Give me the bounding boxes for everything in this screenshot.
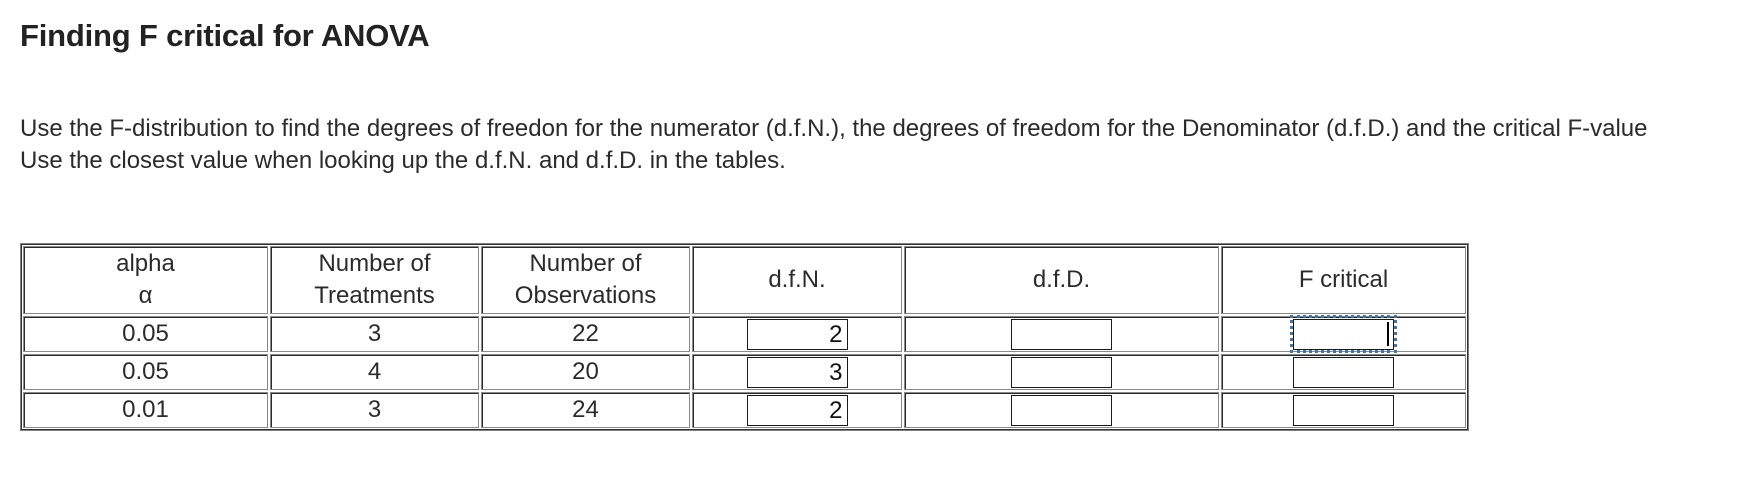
fcritical-input-row2[interactable]	[1293, 357, 1394, 389]
cell-dfn	[692, 392, 902, 429]
cell-fcritical	[1221, 314, 1466, 354]
text-caret	[1387, 322, 1389, 346]
table-row: 0.01 3 24	[23, 392, 1466, 429]
cell-dfn	[692, 316, 902, 353]
cell-observations: 22	[481, 316, 690, 353]
header-alpha-label: alpha	[116, 250, 175, 277]
dfd-input-row2[interactable]	[1011, 357, 1112, 389]
page-title: Finding F critical for ANOVA	[20, 18, 430, 53]
cell-dfd	[904, 316, 1219, 353]
dfn-input-row3[interactable]	[746, 395, 848, 427]
cell-alpha: 0.05	[23, 354, 268, 391]
anova-table: alpha α Number of Treatments Number of O…	[20, 243, 1469, 432]
instructions: Use the F-distribution to find the degre…	[20, 113, 1730, 177]
header-alpha: alpha α	[23, 246, 268, 314]
cell-alpha: 0.01	[23, 392, 268, 429]
dfn-input-row1[interactable]	[746, 319, 848, 351]
cell-dfd	[904, 392, 1219, 429]
cell-observations: 20	[481, 354, 690, 391]
header-observations-line2: Observations	[514, 282, 657, 309]
cell-fcritical	[1221, 354, 1466, 391]
table-row: 0.05 3 22	[23, 314, 1466, 354]
header-observations-line1: Number of	[529, 250, 642, 277]
instruction-line-1: Use the F-distribution to find the degre…	[20, 115, 1648, 142]
table-row: 0.05 4 20	[23, 354, 1466, 391]
cell-dfd	[904, 354, 1219, 391]
header-treatments-line2: Treatments	[314, 282, 435, 309]
cell-observations: 24	[481, 392, 690, 429]
dfd-input-row3[interactable]	[1011, 395, 1112, 427]
dfd-input-row1[interactable]	[1011, 319, 1112, 351]
cell-treatments: 4	[270, 354, 479, 391]
header-fcritical: F critical	[1221, 246, 1466, 314]
header-dfn: d.f.N.	[692, 246, 902, 314]
cell-dfn	[692, 354, 902, 391]
header-treatments: Number of Treatments	[270, 246, 479, 314]
anova-table-container: alpha α Number of Treatments Number of O…	[20, 243, 1469, 432]
cell-treatments: 3	[270, 316, 479, 353]
header-treatments-line1: Number of	[318, 250, 431, 277]
header-dfd: d.f.D.	[904, 246, 1219, 314]
dfn-input-row2[interactable]	[746, 357, 848, 389]
cell-fcritical	[1221, 392, 1466, 429]
table-header-row: alpha α Number of Treatments Number of O…	[23, 246, 1466, 314]
cell-treatments: 3	[270, 392, 479, 429]
cell-alpha: 0.05	[23, 316, 268, 353]
header-observations: Number of Observations	[481, 246, 690, 314]
instruction-line-2: Use the closest value when looking up th…	[20, 147, 786, 174]
header-alpha-symbol: α	[138, 282, 153, 309]
fcritical-input-row1[interactable]	[1293, 319, 1394, 351]
fcritical-input-row3[interactable]	[1293, 395, 1394, 427]
focus-outline	[1290, 314, 1397, 354]
